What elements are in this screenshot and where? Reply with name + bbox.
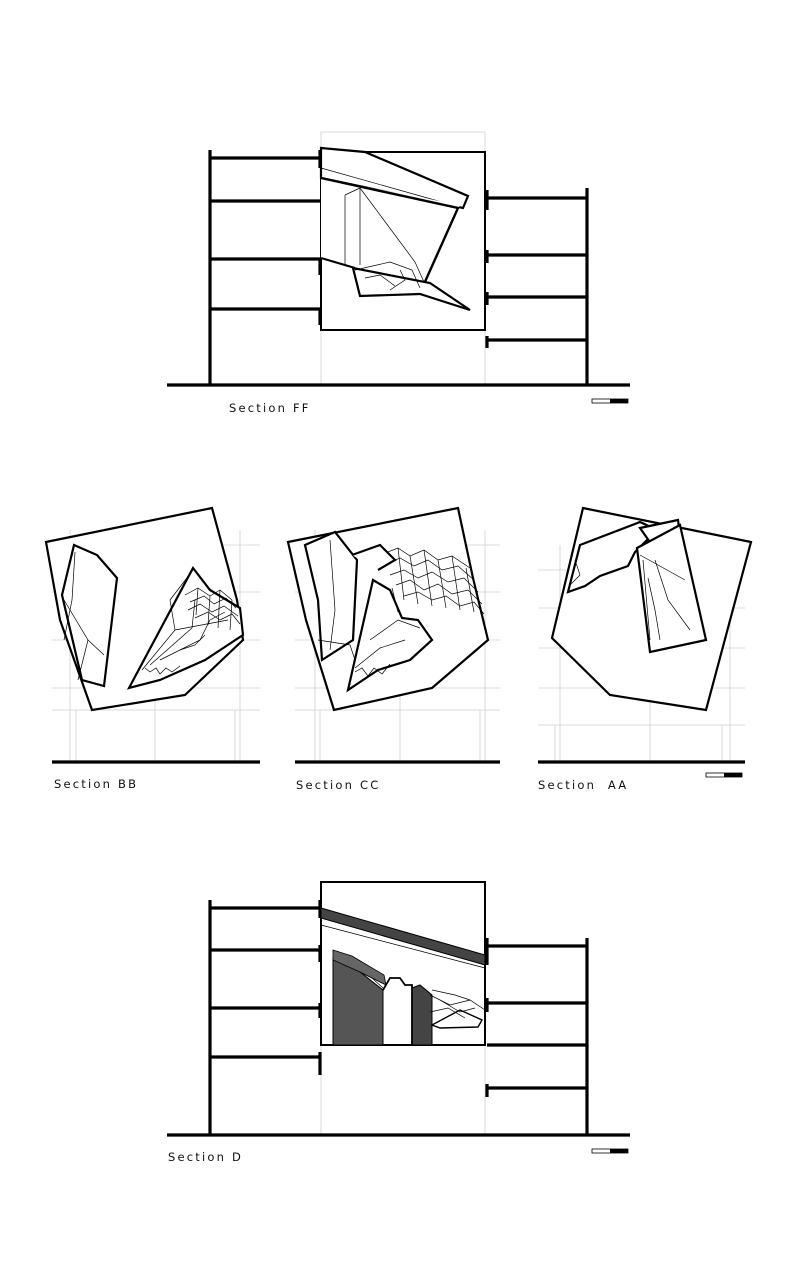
section-bb-drawing <box>44 506 260 764</box>
right-building <box>485 188 589 385</box>
section-aa-drawing <box>538 506 753 778</box>
section-d-drawing <box>167 881 630 1154</box>
scale-bar-d <box>591 1148 629 1154</box>
section-aa-label: Section AA <box>538 778 629 792</box>
section-ff-drawing <box>167 131 630 404</box>
dark-volumes <box>332 949 433 1046</box>
left-building <box>208 150 322 385</box>
scale-bar-aa <box>705 772 743 778</box>
section-cc-drawing <box>286 506 500 764</box>
section-cc-label: Section CC <box>296 778 381 792</box>
section-ff-label: Section FF <box>229 401 311 415</box>
right-building-d <box>485 938 589 1135</box>
folding-fragments <box>429 989 486 1029</box>
scale-bar-ff <box>591 398 629 404</box>
left-building-d <box>208 900 322 1135</box>
folded-geometry <box>319 146 471 312</box>
section-bb-label: Section BB <box>54 777 139 791</box>
section-d-label: Section D <box>168 1150 244 1164</box>
